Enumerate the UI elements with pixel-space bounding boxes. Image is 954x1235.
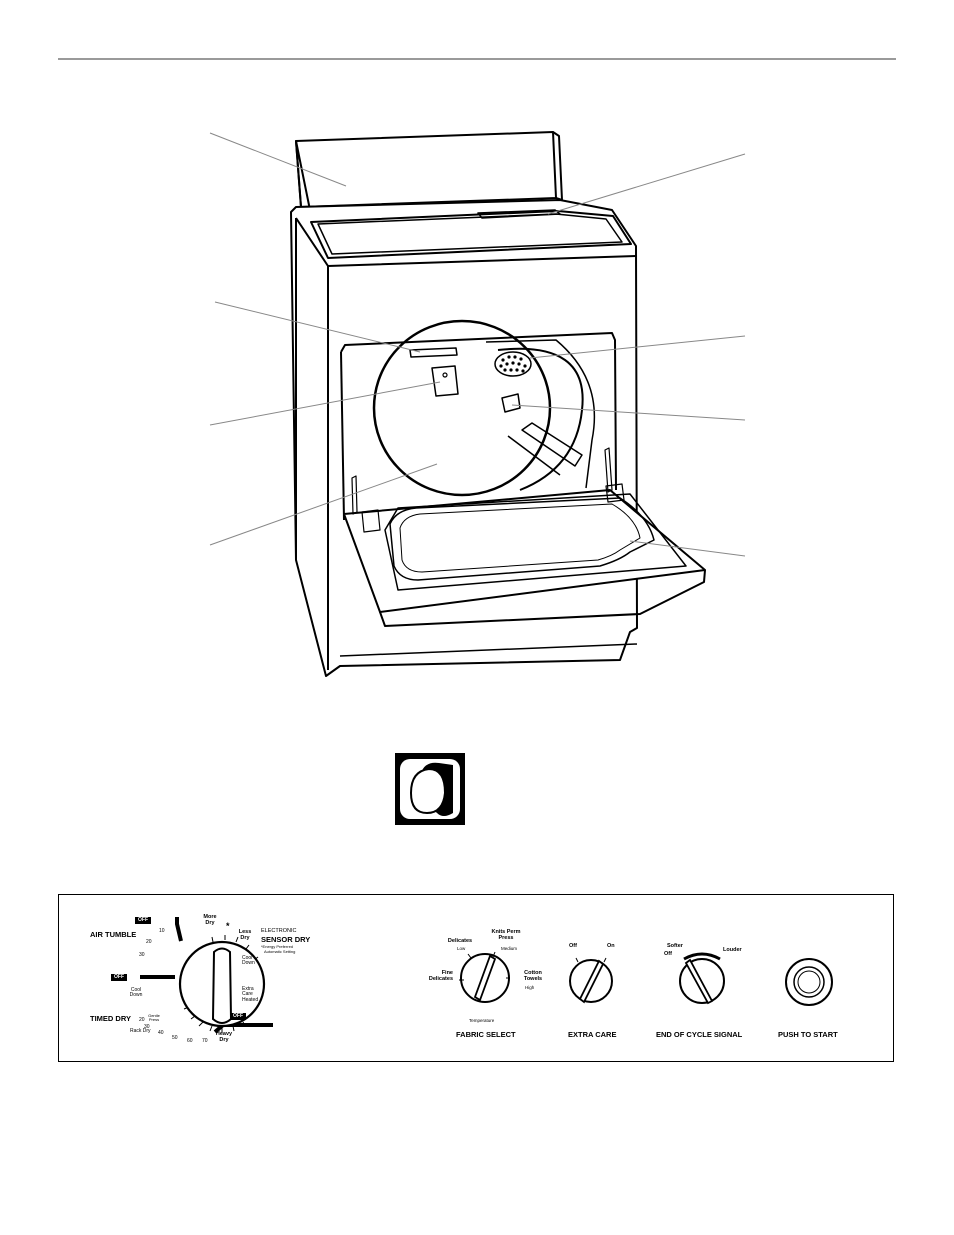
drum-icon: [395, 753, 465, 825]
cotton-towels: Cotton Towels: [523, 970, 543, 982]
rack-dry: Rack Dry: [130, 1028, 151, 1034]
off-tag-right: OFF: [230, 1013, 246, 1020]
fabric-select-label: FABRIC SELECT: [456, 1030, 516, 1039]
timed-dry-20: 20: [139, 1017, 145, 1023]
air-tumble-10: 10: [159, 928, 165, 934]
timed-dry-30: 30: [144, 1024, 150, 1030]
heavy-dry: Heavy Dry: [215, 1031, 233, 1043]
signal-louder: Louder: [723, 947, 742, 953]
air-tumble-20: 20: [146, 939, 152, 945]
temperature-caption: Temperature: [469, 1018, 495, 1023]
extra-care-label: EXTRA CARE: [568, 1030, 617, 1039]
end-of-cycle-signal-label: END OF CYCLE SIGNAL: [656, 1030, 743, 1039]
top-rule: [58, 58, 896, 60]
signal-off: Off: [664, 951, 672, 957]
temp-medium: Medium: [501, 946, 518, 951]
extra-care-knob[interactable]: [566, 956, 616, 1006]
extra-care-on: On: [607, 943, 615, 949]
timed-dry-40: 40: [158, 1030, 164, 1036]
gentle-press: Gentle Press: [148, 1013, 160, 1023]
cool-down-left: Cool Down: [129, 987, 143, 999]
knits-perm-press: Knits Perm Press: [491, 929, 521, 941]
timed-dry-50: 50: [172, 1035, 178, 1041]
electronic-label: ELECTRONIC: [261, 928, 297, 934]
cycle-dial-graphic: [140, 917, 273, 1034]
extra-care-heated: Extra Care Heated: [242, 986, 259, 1003]
end-of-cycle-signal-knob[interactable]: [672, 951, 732, 1007]
timed-dry-60: 60: [187, 1038, 193, 1044]
temp-high: High: [525, 985, 535, 990]
cool-down-right: Cool Down: [242, 955, 255, 967]
signal-softer: Softer: [667, 943, 683, 949]
dryer-illustration: [209, 131, 746, 677]
temp-low: Low: [457, 946, 466, 951]
extra-care-off: Off: [569, 943, 577, 949]
off-tag-left: OFF: [111, 974, 127, 981]
air-tumble-30: 30: [139, 952, 145, 958]
fabric-select-knob[interactable]: [457, 950, 513, 1006]
control-panel: OFF OFF OFF AIR TUMBLE TIMED DRY 10 20 3…: [58, 894, 894, 1062]
more-dry: More Dry: [203, 914, 217, 926]
sensor-dry-label: SENSOR DRY: [261, 935, 311, 944]
energy-note-2: Automatic Setting: [264, 949, 296, 954]
timed-dry-70: 70: [202, 1038, 208, 1044]
energy-note-1: *Energy Preferred: [261, 944, 294, 949]
energy-star-mark: *: [226, 921, 230, 931]
start-button-icon[interactable]: [784, 957, 834, 1007]
off-tag-top: OFF: [135, 917, 151, 924]
timed-dry-label: TIMED DRY: [90, 1014, 131, 1023]
fine-delicates: Fine Delicates: [428, 970, 453, 982]
delicates: Delicates: [447, 938, 473, 944]
push-to-start-label: PUSH TO START: [778, 1030, 838, 1039]
less-dry: Less Dry: [238, 929, 252, 941]
air-tumble-label: AIR TUMBLE: [90, 930, 137, 939]
